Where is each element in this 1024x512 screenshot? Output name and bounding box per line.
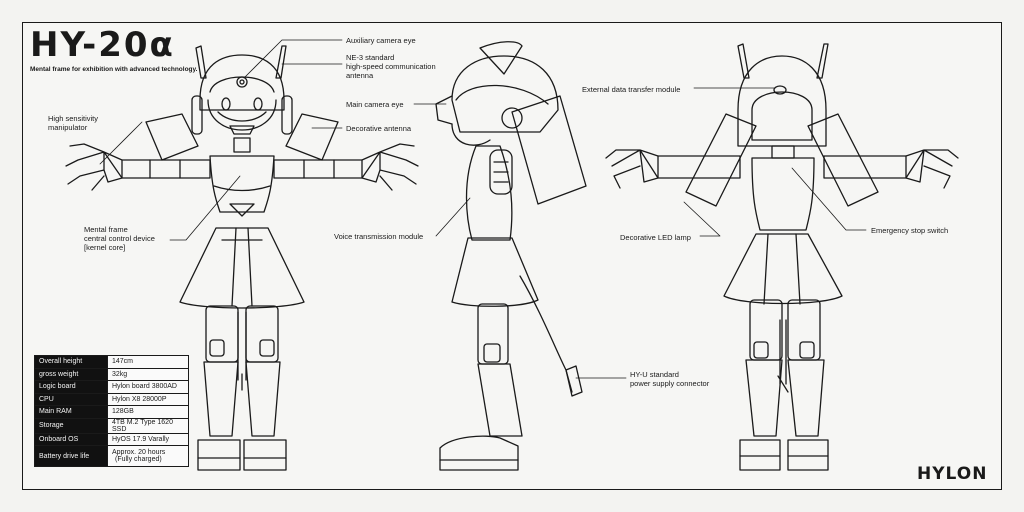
spec-value: Approx. 20 hours(Fully charged) [107, 445, 189, 467]
label-power-connector-line2: power supply connector [630, 379, 710, 388]
label-mental-frame-line3: [kernel core] [84, 243, 126, 252]
label-mental-frame-line2: central control device [84, 234, 155, 243]
spec-key: Storage [34, 417, 108, 434]
spec-value: 32kg [107, 367, 189, 381]
spec-value: 4TB M.2 Type 1620 SSD [107, 417, 189, 434]
label-mental-frame-line1: Mental frame [84, 225, 128, 234]
label-decorative-antenna: Decorative antenna [346, 124, 412, 133]
back-view-figure [605, 43, 959, 471]
label-ne3-antenna-line3: antenna [346, 71, 374, 80]
label-manipulator-line1: High sensitivity [48, 114, 99, 123]
label-emergency-stop-switch: Emergency stop switch [871, 226, 949, 235]
label-ne3-antenna-line1: NE-3 standard [346, 53, 395, 62]
front-view-figure [65, 45, 419, 471]
label-voice-transmission-module: Voice transmission module [334, 232, 424, 241]
spec-value-line2: (Fully charged) [115, 456, 162, 463]
spec-value-line1: Approx. 20 hours [112, 449, 166, 456]
product-logo: HY-20α [30, 25, 175, 65]
spec-key: Main RAM [34, 405, 108, 419]
label-ne3-antenna-line2: high-speed communication [346, 62, 436, 71]
label-external-data-transfer-module: External data transfer module [582, 85, 681, 94]
spec-value: Hylon board 3800AD [107, 380, 189, 394]
spec-key: CPU [34, 392, 108, 406]
label-power-connector-line1: HY-U standard [630, 370, 679, 379]
spec-value: Hylon X8 28000P [107, 392, 189, 406]
side-view-figure [435, 41, 587, 471]
label-main-camera-eye: Main camera eye [346, 100, 404, 109]
label-decorative-led-lamp: Decorative LED lamp [620, 233, 691, 242]
brand-logo: HYLON [917, 464, 988, 484]
spec-key: Logic board [34, 380, 108, 394]
spec-key: gross weight [34, 367, 108, 381]
product-tagline: Mental frame for exhibition with advance… [30, 66, 198, 73]
spec-value: HyOS 17.9 Varally [107, 432, 189, 446]
callout-leader-lines [99, 39, 867, 379]
spec-value: 147cm [107, 355, 189, 369]
spec-key: Battery drive life [34, 445, 108, 467]
label-auxiliary-camera-eye: Auxiliary camera eye [346, 36, 416, 45]
spec-key: Overall height [34, 355, 108, 369]
spec-value: 128GB [107, 405, 189, 419]
label-manipulator-line2: manipulator [48, 123, 88, 132]
spec-key: Onboard OS [34, 432, 108, 446]
